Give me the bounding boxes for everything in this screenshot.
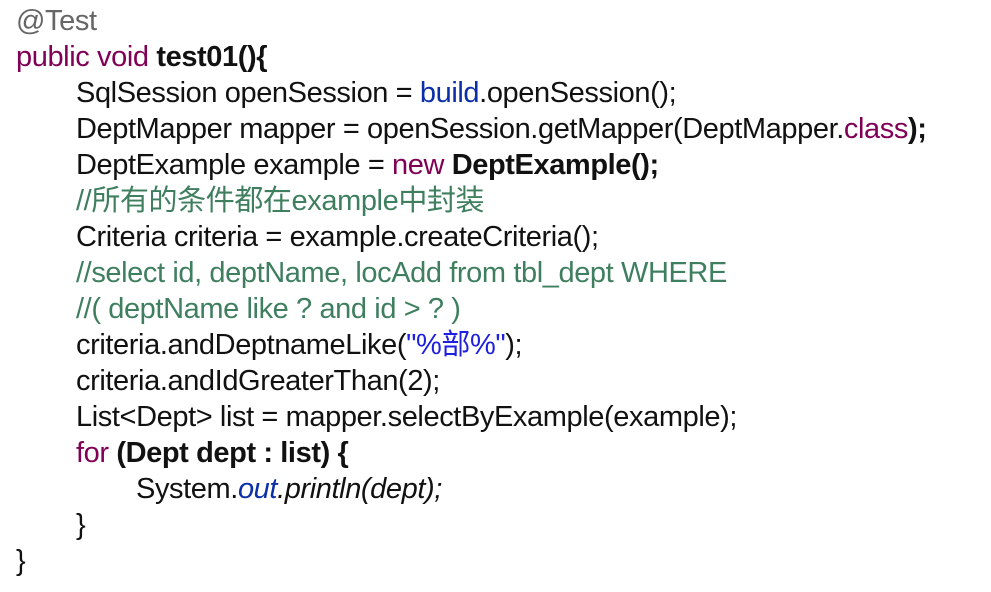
code-token: }: [76, 509, 86, 541]
code-token: public: [16, 41, 90, 73]
code-token: SqlSession openSession =: [76, 77, 420, 109]
code-line: List<Dept> list = mapper.selectByExample…: [0, 399, 991, 435]
code-token: }: [16, 545, 26, 577]
code-token: class: [843, 113, 908, 145]
code-line: DeptMapper mapper = openSession.getMappe…: [0, 111, 991, 147]
code-token: void: [97, 41, 149, 73]
code-token: @Test: [16, 5, 97, 37]
code-line: for (Dept dept : list) {: [0, 435, 991, 471]
code-token: //所有的条件都在example中封装: [76, 185, 485, 217]
code-token: System.: [136, 473, 238, 505]
code-token: .openSession();: [479, 77, 677, 109]
code-token: new: [392, 149, 445, 181]
code-token: DeptExample example =: [76, 149, 393, 181]
code-line: SqlSession openSession = build.openSessi…: [0, 75, 991, 111]
code-token: "%部%": [406, 329, 506, 361]
code-token: criteria.andIdGreaterThan(2);: [76, 365, 440, 397]
code-line: Criteria criteria = example.createCriter…: [0, 219, 991, 255]
code-token: build: [419, 77, 480, 109]
code-line: criteria.andDeptnameLike("%部%");: [0, 327, 991, 363]
code-token: [444, 149, 452, 181]
code-line: public void test01(){: [0, 39, 991, 75]
code-token: );: [505, 329, 523, 361]
code-line: }: [0, 507, 991, 543]
code-token: Criteria criteria = example.createCriter…: [76, 221, 599, 253]
code-token: out: [237, 473, 278, 505]
code-token: criteria.andDeptnameLike(: [76, 329, 407, 361]
code-token: .println(dept);: [277, 473, 442, 505]
code-token: (Dept dept : list) {: [116, 437, 349, 469]
code-line: //select id, deptName, locAdd from tbl_d…: [0, 255, 991, 291]
code-token: for: [76, 437, 109, 469]
code-token: //( deptName like ? and id > ? ): [76, 293, 461, 325]
code-token: );: [907, 113, 927, 145]
code-line: //( deptName like ? and id > ? ): [0, 291, 991, 327]
code-token: test01(){: [156, 41, 268, 73]
code-line: @Test: [0, 3, 991, 39]
code-line: //所有的条件都在example中封装: [0, 183, 991, 219]
code-token: List<Dept> list = mapper.selectByExample…: [76, 401, 738, 433]
code-token: //select id, deptName, locAdd from tbl_d…: [76, 257, 727, 289]
code-line: DeptExample example = new DeptExample();: [0, 147, 991, 183]
code-line: System.out.println(dept);: [0, 471, 991, 507]
code-token: [89, 41, 97, 73]
code-token: DeptMapper mapper = openSession.getMappe…: [76, 113, 844, 145]
code-line: criteria.andIdGreaterThan(2);: [0, 363, 991, 399]
code-token: DeptExample();: [451, 149, 660, 181]
code-line: }: [0, 543, 991, 579]
